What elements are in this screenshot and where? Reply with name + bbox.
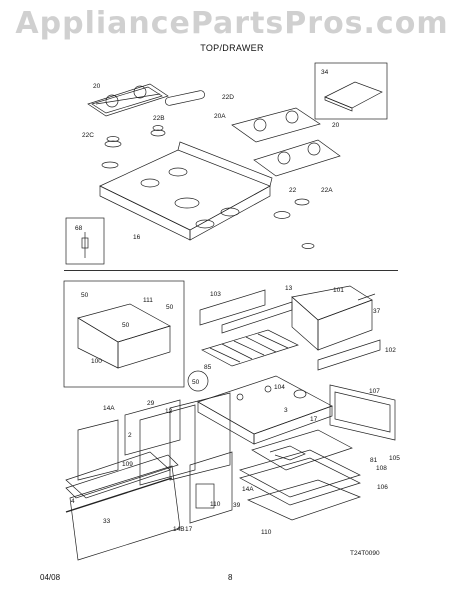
detail-circle (187, 370, 209, 392)
part-label: 50 (166, 304, 174, 311)
footer-page-number: 8 (228, 573, 233, 582)
igniter-inset (65, 217, 105, 265)
part-label: 50 (192, 379, 200, 386)
part-label: 81 (370, 457, 378, 464)
part-label: 17 (310, 416, 318, 423)
part-label: 22A (321, 187, 333, 194)
part-label: 14A (242, 486, 254, 493)
part-label: 101 (333, 287, 344, 294)
burner-cap (104, 140, 122, 148)
part-label: 85 (204, 364, 212, 371)
part-label: 68 (75, 225, 83, 232)
rear-panel (199, 289, 266, 326)
diagram-code: T24T0090 (350, 550, 380, 557)
part-label: 107 (369, 388, 380, 395)
part-label: 22C (82, 132, 94, 139)
watermark: AppliancePartsPros.com (15, 6, 449, 41)
part-label: 4 (71, 498, 75, 505)
part-labels: 20 22D 22B 20A 20 22C 22 22A 16 68 34 50… (71, 69, 400, 536)
drawer-body (197, 375, 333, 435)
broil-element (251, 429, 353, 471)
drawer-bottom (239, 449, 361, 498)
side-panel (329, 384, 396, 441)
part-label: 37 (373, 308, 381, 315)
part-label: 12 (165, 408, 173, 415)
part-label: 103 (210, 291, 221, 298)
part-label: 50 (122, 322, 130, 329)
cooktop (99, 141, 273, 241)
part-label: 111 (143, 297, 153, 304)
part-label: 2 (128, 432, 132, 439)
burner-cap (150, 129, 166, 137)
part-label: 105 (389, 455, 400, 462)
grate-right-rear (231, 107, 321, 143)
center-grate (164, 90, 206, 106)
griddle (324, 81, 383, 109)
part-label: 20 (332, 122, 340, 129)
drawer-front (69, 465, 181, 561)
part-label: 13 (285, 285, 293, 292)
grate-right-front (253, 139, 341, 177)
drawer-front-glass (124, 399, 181, 456)
part-label: 109 (122, 461, 133, 468)
part-label: 100 (91, 358, 102, 365)
part-label: 110 (261, 529, 272, 536)
part-label: 20A (214, 113, 226, 120)
burner-cap (273, 211, 291, 219)
part-label: 22B (153, 115, 165, 122)
part-label: 20 (93, 83, 101, 90)
drawer-inset (63, 280, 185, 388)
footer-date: 04/08 (40, 573, 61, 582)
part-label: 17 (185, 526, 193, 533)
part-label: 22D (222, 94, 234, 101)
part-label: 108 (376, 465, 387, 472)
part-label: 14A (103, 405, 115, 412)
part-label: 39 (233, 502, 241, 509)
part-label: 106 (377, 484, 388, 491)
part-label: 50 (81, 292, 89, 299)
grate-left (87, 83, 169, 117)
griddle-inset (314, 62, 388, 120)
part-label: 34 (321, 69, 329, 76)
part-label: 102 (385, 347, 396, 354)
section-title: TOP/DRAWER (200, 43, 264, 53)
part-label: 22 (289, 187, 297, 194)
section-divider (64, 270, 398, 271)
part-label: 16 (133, 234, 141, 241)
part-label: 33 (103, 518, 111, 525)
part-label: 29 (147, 400, 155, 407)
part-label: 3 (284, 407, 288, 414)
part-label: 104 (274, 384, 285, 391)
oven-rack (201, 329, 299, 367)
part-label: 14B (173, 526, 185, 533)
part-label: 110 (210, 501, 221, 508)
